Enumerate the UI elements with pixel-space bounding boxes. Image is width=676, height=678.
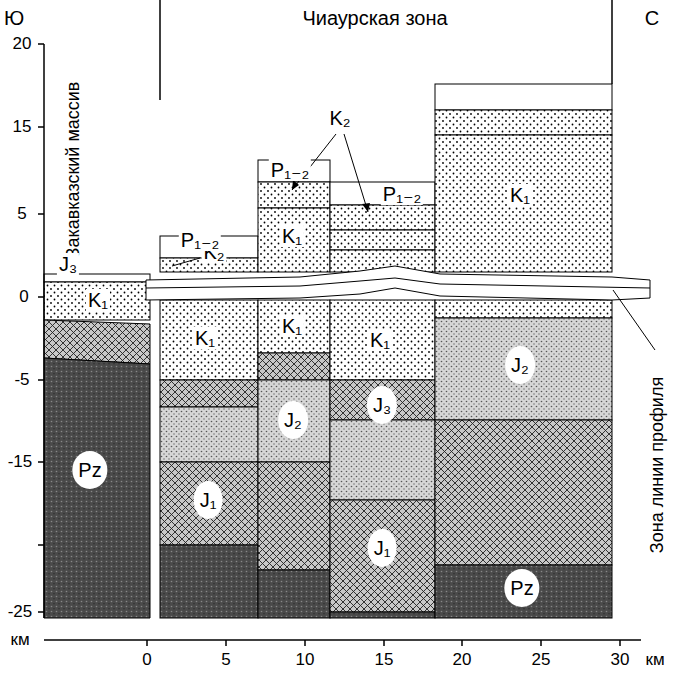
axis-number: 0 <box>19 288 28 307</box>
unit-label: P₁₋₂ <box>269 159 311 181</box>
axis-number: 25 <box>532 651 551 670</box>
axis-number: 20 <box>13 35 32 54</box>
unit-label: K₂ <box>327 107 352 129</box>
axis-number: -25 <box>8 603 33 622</box>
unit-label: J₃ <box>57 253 79 275</box>
axis-unit: км <box>645 651 664 670</box>
profile-zone-label: Зона линии профиля <box>648 375 668 555</box>
unit-label: Pz <box>72 451 107 489</box>
axis-number: -5 <box>14 371 29 390</box>
unit-label: J₁ <box>368 529 397 567</box>
axis-number: 0 <box>142 651 151 670</box>
unit-label: Pz <box>504 569 539 607</box>
unit-label: K₁ <box>193 327 217 349</box>
unit-label: K₁ <box>508 184 532 206</box>
unit-label: J₂ <box>278 401 308 439</box>
axis-number: 15 <box>375 651 394 670</box>
direction-label: Ю <box>4 7 24 29</box>
zone-title: Чиаурская зона <box>302 7 447 29</box>
unit-label: K₁ <box>86 289 110 311</box>
unit-label: P₁₋₂ <box>381 183 423 205</box>
axis-number: 10 <box>296 651 315 670</box>
unit-label: K₁ <box>368 329 392 351</box>
unit-label: K₁ <box>280 225 304 247</box>
unit-label: P₁₋₂ <box>179 229 221 251</box>
unit-label: J₁ <box>194 481 223 519</box>
unit-label: K₁ <box>280 315 304 337</box>
massif-label: Закавказский массив <box>64 80 84 261</box>
axis-number: -15 <box>8 453 33 472</box>
unit-label: J₂ <box>505 346 535 384</box>
axis-unit: км <box>10 631 29 650</box>
unit-label: J₃ <box>367 386 397 424</box>
axis-number: 5 <box>221 651 230 670</box>
axis-number: 20 <box>453 651 472 670</box>
axis-number: 15 <box>13 118 32 137</box>
direction-label: С <box>645 7 659 29</box>
axis-number: 30 <box>611 651 630 670</box>
axis-number: 5 <box>17 205 26 224</box>
